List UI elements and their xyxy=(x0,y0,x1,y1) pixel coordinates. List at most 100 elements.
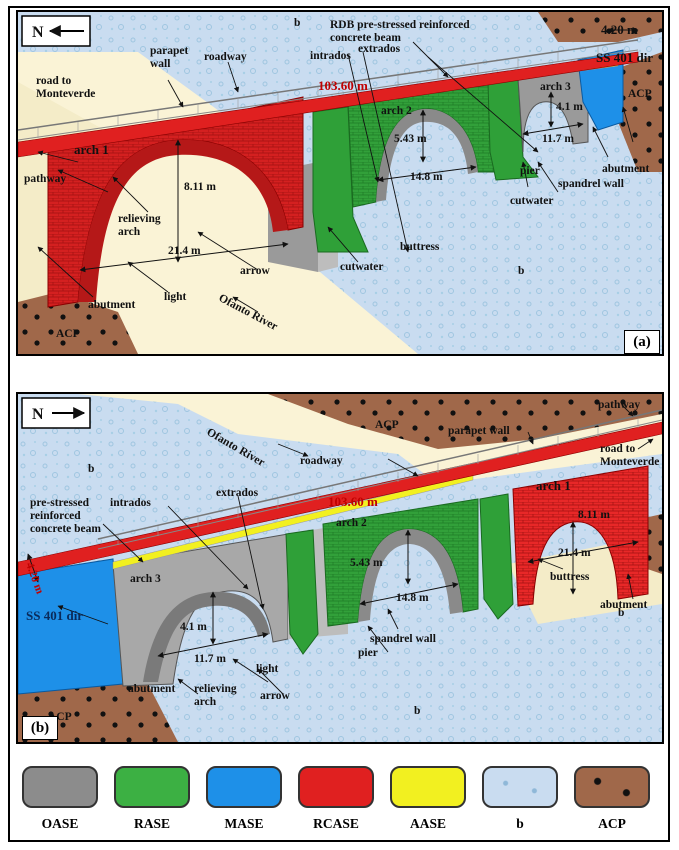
legend-item-rcase: RCASE xyxy=(296,766,376,832)
label-11-7: 11.7 m xyxy=(542,133,574,145)
legend-label: b xyxy=(516,816,524,831)
label-11-7: 11.7 m xyxy=(194,653,226,665)
label-4-1: 4.1 m xyxy=(556,101,583,113)
label-acp-bottom: ACP xyxy=(56,328,80,340)
legend-item-b: b xyxy=(480,766,560,832)
label-light: light xyxy=(164,291,187,303)
label-pathway: pathway xyxy=(598,399,640,411)
label-pier: pier xyxy=(358,647,378,659)
north-label: N xyxy=(32,406,44,423)
legend-label: RASE xyxy=(133,816,170,831)
legend-item-mase: MASE xyxy=(204,766,284,832)
label-21-4: 21.4 m xyxy=(558,547,591,559)
legend: OASE RASE MASE RCASE AASE b ACP xyxy=(16,766,664,838)
dim-21-4 xyxy=(527,540,639,564)
label-spandrel: spandrel wall xyxy=(370,633,436,645)
aase-beam xyxy=(112,473,474,570)
legend-item-aase: AASE xyxy=(388,766,468,832)
dim-21-4 xyxy=(79,241,289,273)
parapet-rail xyxy=(18,39,639,131)
label-abutment-left: abutment xyxy=(128,683,175,695)
legend-swatch xyxy=(482,766,558,808)
label-intrados: intrados xyxy=(310,50,351,62)
river-flow-arrow xyxy=(232,296,259,313)
legend-swatch xyxy=(114,766,190,808)
label-b-top: b xyxy=(294,17,300,29)
label-length: 103.60 m xyxy=(328,494,378,509)
panel-b: N ACP parapet wall pathway Ofanto River … xyxy=(16,392,664,744)
legend-item-rase: RASE xyxy=(112,766,192,832)
label-cutwater-left: cutwater xyxy=(340,261,383,273)
arch-2-ring xyxy=(358,529,463,622)
label-intrados: intrados xyxy=(110,497,151,509)
north-label: N xyxy=(32,24,44,41)
dim-14-8 xyxy=(377,164,477,183)
label-extrados: extrados xyxy=(216,487,259,499)
label-abutment-left: abutment xyxy=(88,299,135,311)
label-14-8: 14.8 m xyxy=(410,171,443,183)
legend-label: OASE xyxy=(41,816,79,831)
label-acp-top: ACP xyxy=(628,88,652,100)
label-arrow: arrow xyxy=(240,265,271,277)
label-4-1: 4.1 m xyxy=(180,621,207,633)
parapet-rail xyxy=(97,409,662,540)
label-arch2: arch 2 xyxy=(381,105,412,117)
label-5-43: 5.43 m xyxy=(394,133,427,145)
river-flow-arrow xyxy=(277,443,309,457)
dim-11-7 xyxy=(522,121,584,137)
label-light: light xyxy=(256,663,279,675)
legend-label: AASE xyxy=(409,816,446,831)
label-pier: pier xyxy=(520,165,540,177)
label-ss401: SS 401 dir xyxy=(26,608,83,623)
label-ss401: SS 401 dir xyxy=(596,50,653,65)
legend-swatch xyxy=(206,766,282,808)
label-buttress: buttress xyxy=(400,241,440,253)
label-arrow: arrow xyxy=(260,690,291,702)
legend-label: ACP xyxy=(598,816,626,831)
label-spandrel: spandrel wall xyxy=(558,178,624,190)
label-length: 103.60 m xyxy=(318,78,368,93)
legend-swatch xyxy=(22,766,98,808)
label-extrados: extrados xyxy=(358,43,401,55)
legend-swatch xyxy=(574,766,650,808)
label-abutment-right: abutment xyxy=(602,163,649,175)
label-8-11: 8.11 m xyxy=(578,509,610,521)
panel-a-tag: (a) xyxy=(624,330,660,354)
label-b-right: b xyxy=(618,607,624,619)
cutwater-left xyxy=(285,529,319,655)
arch-3-ring xyxy=(143,591,270,682)
dim-14-8 xyxy=(359,582,459,606)
label-buttress: buttress xyxy=(550,571,590,583)
label-cutwater-right: cutwater xyxy=(510,195,553,207)
label-roadway: roadway xyxy=(204,51,247,63)
label-8-11: 8.11 m xyxy=(184,181,216,193)
label-b-mid: b xyxy=(518,265,524,277)
acp-top xyxy=(268,394,662,449)
legend-label: MASE xyxy=(224,816,264,831)
label-5-43: 5.43 m xyxy=(350,557,383,569)
rcase-deck xyxy=(18,51,639,158)
dim-11-7 xyxy=(157,632,269,658)
panel-b-diagram: N ACP parapet wall pathway Ofanto River … xyxy=(18,394,662,742)
legend-item-acp: ACP xyxy=(572,766,652,832)
acp-top xyxy=(538,12,662,42)
label-b-bottom: b xyxy=(414,705,420,717)
label-abutment-right: abutment xyxy=(600,599,647,611)
arch-2-ring xyxy=(376,108,478,202)
label-b-top: b xyxy=(88,463,94,475)
label-arch3: arch 3 xyxy=(540,81,571,93)
label-21-4: 21.4 m xyxy=(168,245,201,257)
label-parapet: parapet wall xyxy=(448,425,510,437)
legend-item-oase: OASE xyxy=(20,766,100,832)
label-arch2: arch 2 xyxy=(336,517,367,529)
label-arch1: arch 1 xyxy=(74,142,109,157)
legend-swatch xyxy=(298,766,374,808)
label-arch3: arch 3 xyxy=(130,573,161,585)
